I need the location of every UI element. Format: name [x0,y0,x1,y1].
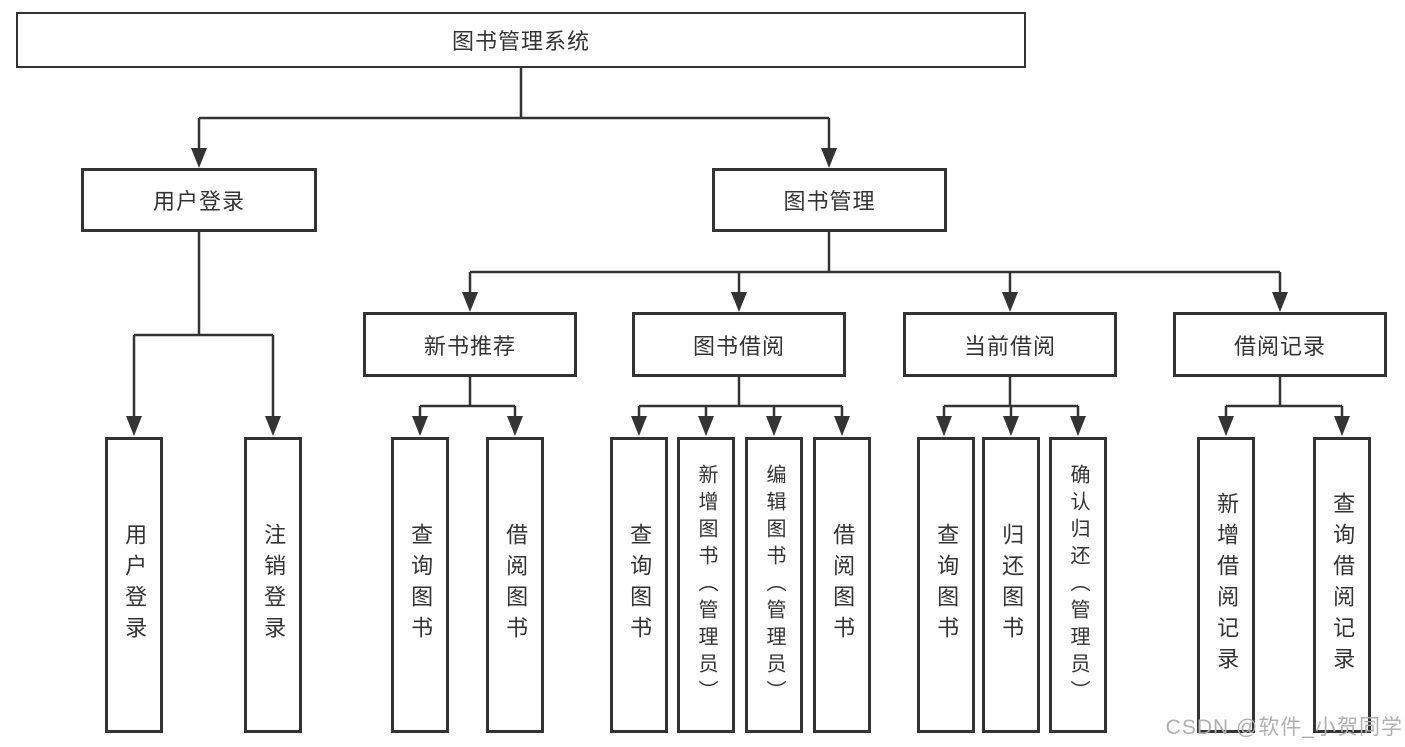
node-label: 注销登录 [261,523,287,647]
node-label: 查询图书 [627,523,653,647]
node-label: 借阅记录 [1233,333,1326,359]
leaf-bb-borrow-books: 借阅图书 [813,437,871,733]
node-user-login: 用户登录 [81,168,317,232]
node-label: 借阅图书 [830,523,856,647]
leaf-cb-return-books: 归还图书 [982,437,1040,733]
node-label: 图书管理系统 [451,29,590,54]
leaf-br-add-borrow-record: 新增借阅记录 [1197,437,1255,733]
node-label: 用户登录 [152,189,245,214]
leaf-br-query-borrow-record: 查询借阅记录 [1313,437,1371,733]
node-label: 当前借阅 [963,333,1056,359]
node-book-borrowing: 图书借阅 [632,312,846,377]
leaf-bb-query-books: 查询图书 [610,437,668,733]
node-current-borrowing: 当前借阅 [903,312,1117,377]
leaf-cb-query-books: 查询图书 [917,437,975,733]
leaf-cb-confirm-return-admin: 确认归还（管理员） [1049,437,1107,733]
node-label: 查询图书 [934,523,960,647]
node-label: 确认归还（管理员） [1067,463,1089,707]
node-label: 编辑图书（管理员） [763,463,785,707]
node-label: 归还图书 [999,523,1025,647]
node-library-management-system: 图书管理系统 [16,12,1026,68]
node-label: 新书推荐 [423,333,516,359]
node-label: 用户登录 [122,523,148,647]
node-label: 新增图书（管理员） [695,463,717,707]
node-label: 查询图书 [408,523,434,647]
csdn-watermark: CSDN @软件_小贺同学 [1165,716,1403,739]
leaf-bb-edit-books-admin: 编辑图书（管理员） [745,437,803,733]
node-new-book-recommendation: 新书推荐 [363,312,577,377]
leaf-nbr-query-books: 查询图书 [391,437,449,733]
node-borrowing-records: 借阅记录 [1173,312,1387,377]
node-book-management: 图书管理 [712,168,947,232]
node-label: 查询借阅记录 [1330,492,1356,678]
node-label: 图书借阅 [692,333,785,359]
leaf-nbr-borrow-books: 借阅图书 [486,437,544,733]
leaf-user-login: 用户登录 [105,437,163,733]
node-label: 借阅图书 [503,523,529,647]
node-label: 图书管理 [783,189,876,214]
leaf-logout: 注销登录 [244,437,302,733]
node-label: 新增借阅记录 [1214,492,1240,678]
leaf-bb-add-books-admin: 新增图书（管理员） [677,437,735,733]
